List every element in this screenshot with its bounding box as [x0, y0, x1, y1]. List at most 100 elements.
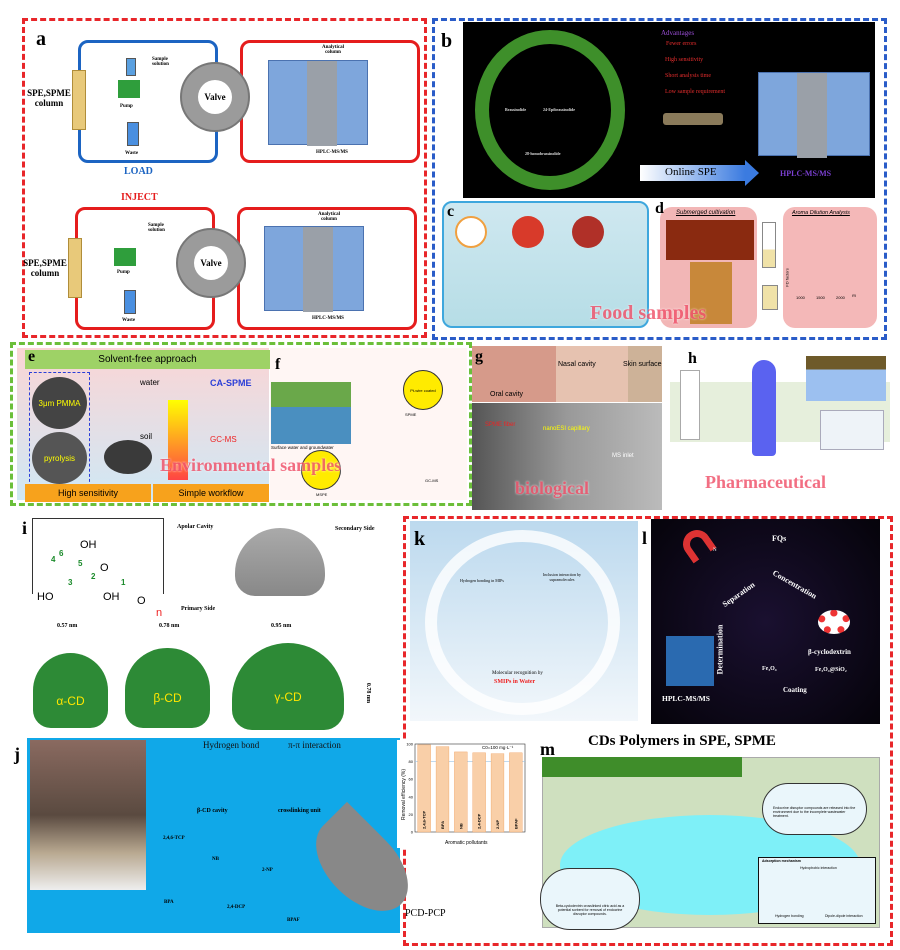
nanoesi-label: nanoESI capillary [543, 426, 590, 432]
advantages-title: Advantages [661, 29, 695, 37]
spme-label-f: SPME [405, 412, 417, 417]
ho-left: HO [37, 591, 54, 603]
chart-xlabel: Aromatic pollutants [445, 840, 488, 846]
ca-spme-label: CA-SPME [210, 378, 252, 388]
hplc-label-l: HPLC-MS/MS [662, 694, 710, 703]
pharmaceutical-caption: Pharmaceutical [705, 472, 826, 492]
arrow-head [745, 160, 759, 186]
simple-workflow-footer: Simple workflow [153, 484, 269, 502]
cloud-top-text: Endocrine disruptor compounds are releas… [762, 783, 867, 835]
cultivation-photo [666, 220, 754, 260]
bcd-ring-icon [818, 610, 850, 634]
panel-a-frame [22, 18, 427, 338]
molecule-bpaf: BPAF [287, 918, 300, 923]
vial-icon-h [680, 370, 700, 440]
molecule-2np: 2-NP [262, 868, 273, 873]
chart-bar [435, 746, 450, 833]
waste-label-bottom: Waste [122, 318, 136, 323]
valve-label: Valve [198, 80, 232, 114]
spe-cartridge-icon [663, 113, 723, 125]
hydrophobic-label: Hydrophobic interaction [800, 866, 837, 870]
ms-setup-photo [472, 403, 662, 510]
chart-bar-label: NB [458, 823, 463, 829]
chart-ytick: 20 [409, 812, 414, 817]
gamma-cd: γ-CD [232, 643, 344, 730]
glucose-bracket-line [32, 518, 164, 594]
panel-i-label: i [22, 518, 28, 538]
solvent-free-header: Solvent-free approach [25, 350, 270, 369]
crosslinking-label: crosslinking unit [278, 808, 321, 814]
fiber-array-icon [806, 356, 886, 401]
advantage-3: Short analysis time [665, 73, 711, 79]
carbon-2: 2 [91, 572, 96, 581]
food-samples-caption: Food samples [590, 302, 707, 324]
cd-height-label: 0.78 nm [365, 682, 372, 704]
advantage-2: High sensitivity [665, 57, 704, 63]
human-figure-icon [752, 360, 776, 456]
valve-bottom: Valve [176, 228, 246, 298]
skin-surface-photo [628, 346, 662, 402]
pi-pi-label: π-π interaction [288, 740, 341, 750]
chart-bar-label: BPA [440, 821, 445, 829]
column-label-top: SPE,SPME column [27, 88, 71, 108]
skin-surface-label: Skin surface [623, 361, 662, 368]
advantage-1: Fewer errors [666, 41, 697, 47]
chart-bar [490, 753, 505, 833]
submerged-cultivation-title: Submerged cultivation [676, 210, 736, 216]
o-ring: O [100, 562, 109, 574]
beta-cyclodextrin-label: β-cyclodextrin [808, 648, 851, 656]
panel-ef-frame [10, 342, 472, 506]
landscape-illustration [271, 382, 351, 444]
bcd-cavity-label: β-CD cavity [197, 808, 228, 814]
fe3o4-label: Fe₃O₄ [762, 666, 777, 672]
panel-d-label: d [655, 200, 664, 217]
chart-annotation: C0=100 mg·L⁻¹ [482, 745, 514, 750]
surface-water-label: Surface water and groundwater [271, 445, 334, 450]
chart-bar [417, 744, 431, 833]
chart-bar-label: 2-NP [495, 820, 500, 829]
valve-top: Valve [180, 62, 250, 132]
mspe-label: MSPE [316, 492, 328, 497]
gc-ms-label: GC-MS [210, 435, 237, 444]
panel-f-label: f [275, 356, 281, 373]
panel-d-right-image [783, 207, 877, 328]
dipole-label: Dipole-dipole interaction [825, 914, 863, 918]
waste-bottle-icon-bottom [124, 290, 136, 314]
gc-ms-label-f: GC-MS [425, 478, 439, 483]
mspe-circle [301, 450, 341, 490]
nasal-cavity-photo [556, 346, 628, 402]
chart-ylabel: Removal efficiency (%) [401, 769, 407, 820]
biological-caption: biological [515, 478, 590, 498]
spme-fiber-label: SPME fiber [485, 422, 516, 428]
pmma-sem-image: 3μm PMMA [32, 377, 87, 429]
inclusion-label: Inclusion interaction by supramolecules [543, 572, 581, 582]
panel-j-label: j [14, 744, 20, 764]
pyrolysis-sem-image: pyrolysis [32, 432, 87, 484]
chart-bar-label: BPAF [513, 818, 518, 829]
o-link: O [137, 595, 146, 607]
environmental-samples-caption: Environmental samples [160, 455, 342, 475]
fe3o4-sio2-label: Fe₃O₄@SiO₂ [815, 667, 847, 673]
chart-bar [454, 751, 468, 833]
pump-icon-bottom [114, 248, 136, 266]
advantage-4: Low sample requirement [665, 89, 725, 95]
pt-wire-circle: Pt-wire coated [403, 370, 443, 410]
molecule-tcp: 2,4,6-TCP [163, 836, 185, 841]
chart-bar-label: 2,4,6-TCP [422, 810, 427, 829]
beta-cd: β-CD [125, 648, 210, 728]
apolar-cavity-label: Apolar Cavity [177, 524, 214, 530]
chart-ytick: 40 [409, 794, 414, 799]
fd-factors-axis: FD factors [784, 268, 790, 287]
sample-solution-label-bottom: Sample solution [148, 223, 165, 233]
magnet-pole: N [713, 548, 717, 553]
fqs-label: FQs [772, 534, 787, 543]
ri-tick-1000: 1000 [796, 295, 805, 300]
nasal-cavity-label: Nasal cavity [558, 361, 596, 368]
pump-icon [118, 80, 140, 98]
primary-side-label: Primary Side [181, 606, 216, 612]
coating-label: Coating [783, 686, 807, 694]
hplc-instrument-top [268, 60, 368, 146]
oral-cavity-label: Oral cavity [490, 391, 524, 398]
column-label-bottom: SPE,SPME column [23, 258, 67, 278]
molecular-recognition-label: Molecular recognition by [492, 671, 543, 676]
